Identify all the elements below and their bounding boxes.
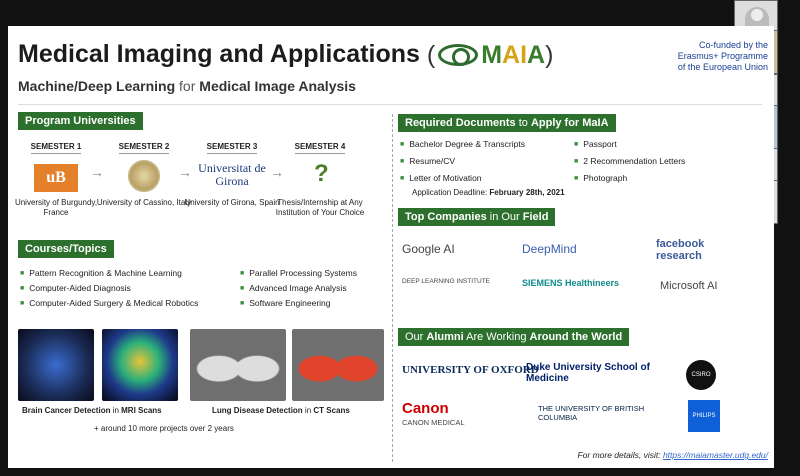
eye-icon [438,44,479,67]
section-companies: Top Companies in Our Field [398,208,556,226]
logo-ai: AI [502,40,528,69]
logo-m: M [481,40,503,69]
footer-details: For more details, visit: https://maiamas… [577,450,768,460]
list-item: Parallel Processing Systems [240,266,357,281]
arrow-icon: → [178,164,192,180]
list-item: 2 Recommendation Letters [574,153,685,170]
deadline: Application Deadline: February 28th, 202… [412,188,565,197]
divider [18,104,762,105]
alumni-oxford: UNIVERSITY OF OXFORD [402,364,539,376]
university-name: University of Burgundy, France [14,198,98,217]
alumni-duke: Duke University School of Medicine [526,362,650,384]
alumni-ubc: THE UNIVERSITY OF BRITISH COLUMBIA [538,404,645,422]
cassino-logo [128,160,160,192]
caption-more-projects: + around 10 more projects over 2 years [94,424,234,433]
courses-list-right: Parallel Processing Systems Advanced Ima… [240,266,357,311]
section-alumni: Our Alumni Are Working Around the World [398,328,630,346]
section-courses: Courses/Topics [18,240,114,258]
caption-brain: Brain Cancer Detection in MRI Scans [22,406,162,415]
alumni-canon-medical: CANON MEDICAL [402,418,465,427]
university-name: University of Girona, Spain [184,198,280,207]
semester-label: SEMESTER 1 [16,142,96,154]
section-documents: Required Documents to Apply for MaIA [398,114,616,132]
list-item: Computer-Aided Diagnosis [20,281,198,296]
lung-ct-image [190,329,286,401]
list-item: Letter of Motivation [400,170,525,187]
alumni-canon: Canon [402,400,449,417]
list-item: Resume/CV [400,153,525,170]
alumni-csiro: CSIRO [686,360,716,390]
burgundy-logo: uB [34,164,78,192]
slide-subtitle: Machine/Deep Learning for Medical Image … [18,78,356,94]
paren: ) [545,40,554,69]
list-item: Advanced Image Analysis [240,281,357,296]
list-item: Computer-Aided Surgery & Medical Robotic… [20,296,198,311]
company-facebook-research: facebook research [656,238,705,262]
brain-mri-image [102,329,178,401]
company-siemens-healthineers: SIEMENS Healthineers [522,278,620,288]
title-text: Medical Imaging and Applications [18,40,420,68]
docs-list-right: Passport 2 Recommendation Letters Photog… [574,136,685,187]
maia-website-link[interactable]: https://maiamaster.udg.edu/ [662,450,768,460]
semester-label: SEMESTER 2 [104,142,184,154]
section-universities: Program Universities [18,112,143,130]
brain-mri-image [18,329,94,401]
arrow-icon: → [90,164,104,180]
list-item: Photograph [574,170,685,187]
divider [392,114,393,462]
logo-a: A [527,40,546,69]
company-nvidia-dli: DEEP LEARNING INSTITUTE [402,278,491,285]
docs-list-left: Bachelor Degree & Transcripts Resume/CV … [400,136,525,187]
company-google-ai: Google AI [402,242,455,256]
semester-label: SEMESTER 3 [192,142,272,154]
list-item: Software Engineering [240,296,357,311]
arrow-icon: → [270,164,284,180]
semester-label: SEMESTER 4 [280,142,360,154]
lung-ct-image [292,329,384,401]
paren: ( [426,40,436,69]
company-deepmind: DeepMind [522,242,577,256]
university-name: University of Cassino, Italy [96,198,192,207]
girona-logo: Universitat de Girona [198,161,266,188]
caption-lung: Lung Disease Detection in CT Scans [212,406,350,415]
company-microsoft-ai: Microsoft AI [660,280,718,292]
list-item: Passport [574,136,685,153]
question-icon: ? [314,160,329,187]
list-item: Bachelor Degree & Transcripts [400,136,525,153]
courses-list-left: Pattern Recognition & Machine Learning C… [20,266,198,311]
alumni-philips: PHILIPS [688,400,720,432]
university-name: Thesis/Internship at Any Institution of … [275,198,365,217]
list-item: Pattern Recognition & Machine Learning [20,266,198,281]
